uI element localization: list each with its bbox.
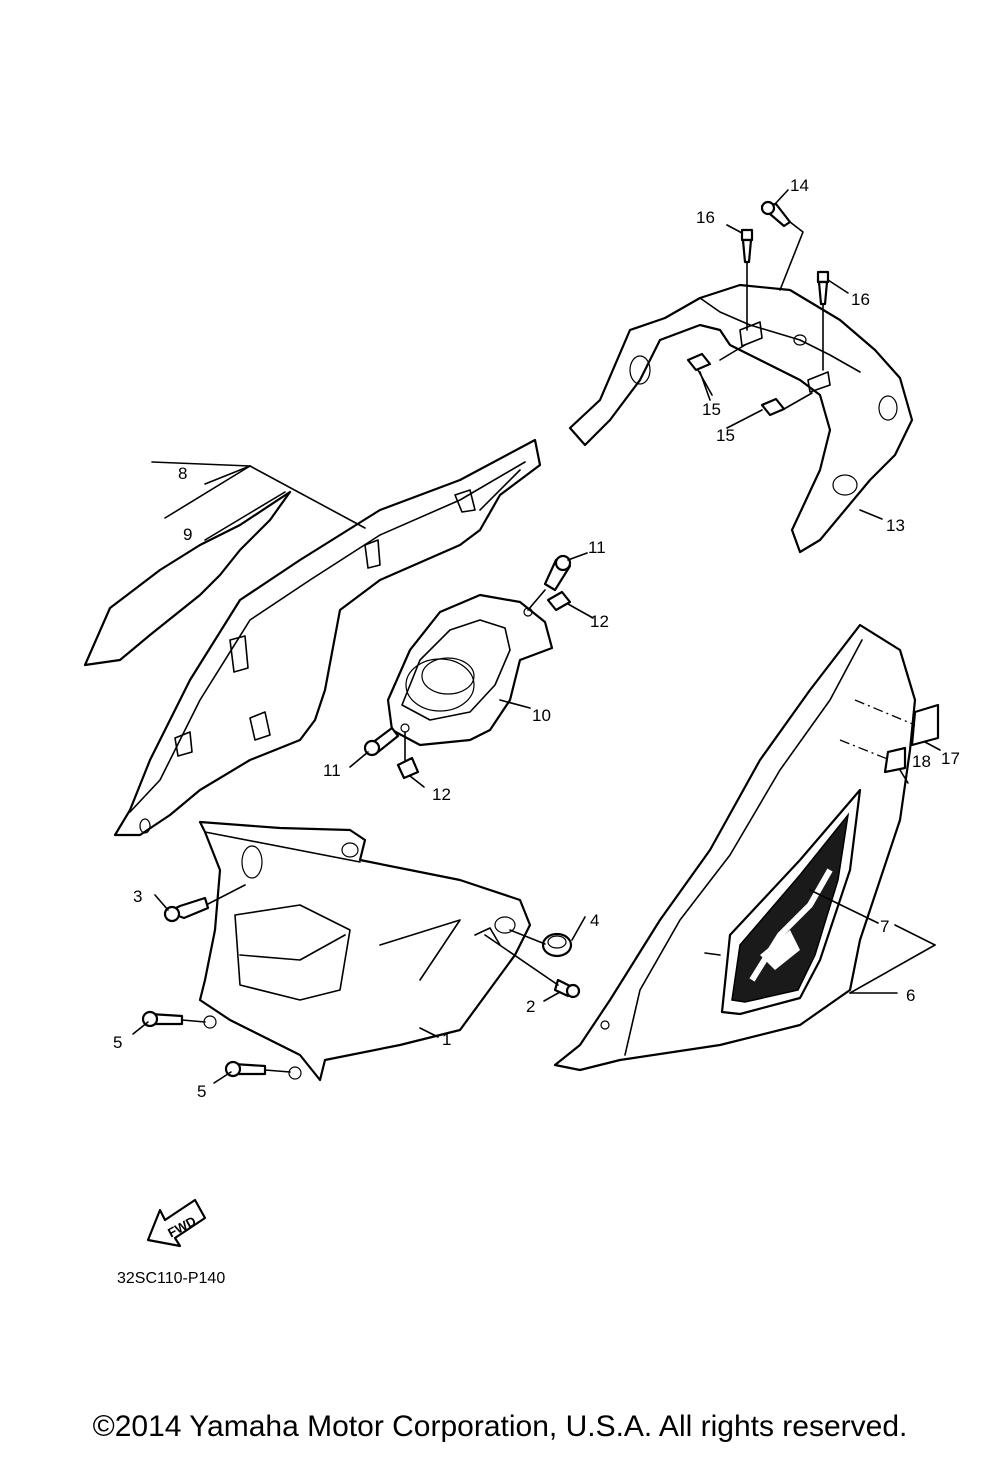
callout-16-right: 16 bbox=[851, 290, 870, 309]
bolt-5-upper bbox=[141, 1010, 184, 1028]
bolt-16-left bbox=[740, 228, 754, 264]
callout-5-upper: 5 bbox=[113, 1033, 122, 1052]
callout-11-lower: 11 bbox=[323, 761, 341, 780]
bolt-3 bbox=[163, 896, 210, 923]
bolt-16-right bbox=[816, 270, 830, 306]
callout-9: 9 bbox=[183, 525, 192, 544]
screw-11-upper bbox=[543, 554, 572, 592]
callout-4: 4 bbox=[590, 911, 599, 930]
part-6-right-side-cover bbox=[553, 623, 917, 1072]
bolt-5-lower bbox=[224, 1060, 267, 1078]
decal-17 bbox=[910, 703, 940, 747]
screw-11-lower bbox=[363, 726, 400, 757]
diagram-code: 32SC110-P140 bbox=[117, 1270, 225, 1287]
callout-12-lower: 12 bbox=[432, 785, 451, 804]
callout-14: 14 bbox=[790, 176, 809, 195]
part-9-decal bbox=[83, 490, 292, 667]
callout-7: 7 bbox=[880, 917, 889, 936]
callouts: 1 2 3 4 5 5 6 7 8 9 10 11 11 12 12 13 14… bbox=[113, 176, 960, 1101]
screw-2 bbox=[553, 978, 581, 999]
callout-12-upper: 12 bbox=[590, 612, 609, 631]
nut-15-upper bbox=[686, 352, 712, 372]
part-8-upper-side-cover bbox=[113, 438, 542, 837]
part-10-cover bbox=[386, 593, 554, 747]
decal-18 bbox=[883, 746, 907, 774]
callout-1: 1 bbox=[442, 1030, 451, 1049]
part-7-decal bbox=[720, 788, 862, 1016]
copyright-notice: ©2014 Yamaha Motor Corporation, U.S.A. A… bbox=[92, 1410, 908, 1443]
callout-16-left: 16 bbox=[696, 208, 715, 227]
grommet-4 bbox=[541, 932, 573, 958]
callout-6: 6 bbox=[906, 986, 915, 1005]
callout-13: 13 bbox=[886, 516, 905, 535]
callout-10: 10 bbox=[532, 706, 551, 725]
nut-12-upper bbox=[546, 590, 572, 612]
callout-11-upper: 11 bbox=[588, 538, 606, 557]
nut-12-lower bbox=[396, 756, 420, 780]
callout-2: 2 bbox=[526, 997, 535, 1016]
part-13-rear-bracket bbox=[568, 283, 914, 554]
fwd-arrow: FWD bbox=[146, 1198, 207, 1248]
callout-18: 18 bbox=[912, 752, 931, 771]
callout-17: 17 bbox=[941, 749, 960, 768]
callout-3: 3 bbox=[133, 887, 142, 906]
nut-15-lower bbox=[760, 397, 786, 417]
callout-5-lower: 5 bbox=[197, 1082, 206, 1101]
callout-15-lower: 15 bbox=[716, 426, 735, 445]
callout-15-upper: 15 bbox=[702, 400, 721, 419]
callout-8: 8 bbox=[178, 464, 187, 483]
bolt-14 bbox=[760, 200, 792, 228]
part-1-lower-side-cover bbox=[198, 820, 532, 1082]
